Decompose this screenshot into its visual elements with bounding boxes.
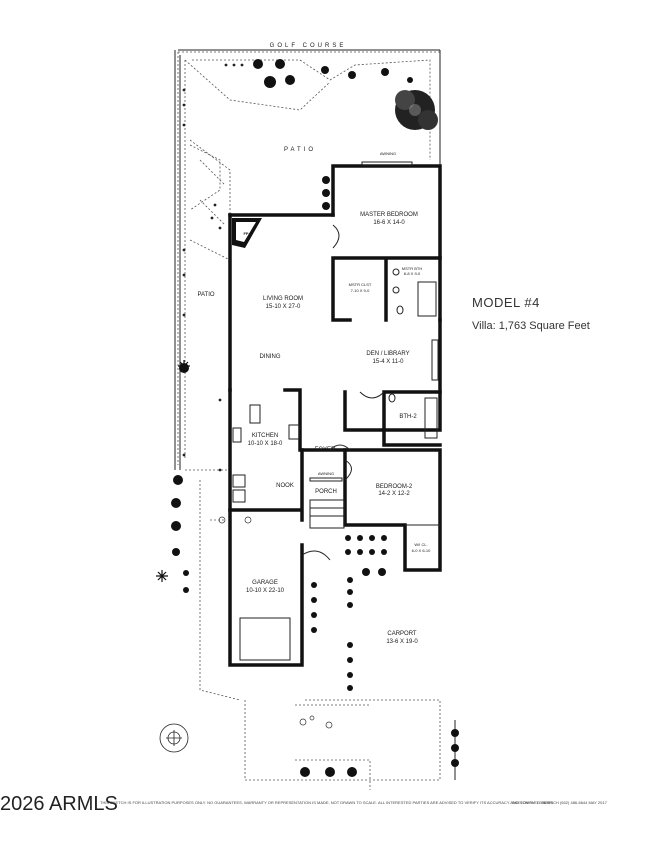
nook-label: NOOK	[276, 483, 294, 489]
dryer	[232, 489, 246, 503]
shower	[417, 281, 437, 317]
porch-label: PORCH	[315, 489, 337, 495]
range	[288, 424, 300, 440]
bath2-walls	[382, 390, 442, 447]
fireplace-label: FP	[243, 231, 248, 236]
palm-shrubs	[156, 360, 190, 582]
patio-side-label: PATIO	[197, 292, 214, 298]
mstr-bth-dims: 8-8 X 9-0	[404, 271, 421, 276]
tub-bth2	[424, 397, 438, 439]
patio-top-label: PATIO	[284, 147, 316, 153]
disclaimer-text: THIS SKETCH IS FOR ILLUSTRATION PURPOSES…	[100, 800, 553, 805]
master-bedroom-dims: 16-6 X 14-0	[373, 220, 405, 226]
master-bedroom-name: MASTER BEDROOM	[360, 212, 418, 218]
living-room-name: LIVING ROOM	[263, 296, 303, 302]
dining-label: DINING	[260, 354, 281, 360]
garage-walls	[228, 508, 304, 667]
outline-tree	[159, 723, 189, 753]
garage-name: GARAGE	[252, 580, 278, 586]
bedroom2-dims: 14-2 X 12-2	[378, 491, 410, 497]
model-title: MODEL #4	[472, 295, 540, 310]
door-bedroom2	[344, 459, 352, 481]
porch-steps	[309, 499, 345, 529]
walkway-outline	[185, 139, 241, 701]
bedroom2-walls	[343, 448, 442, 572]
model-subtitle: Villa: 1,763 Square Feet	[472, 320, 590, 332]
washer	[232, 474, 246, 488]
garage-door	[239, 617, 291, 661]
kitchen-sink	[232, 427, 242, 443]
wi-cl-name: W/I CL.	[414, 542, 427, 547]
door-master	[332, 224, 340, 249]
kitchen-name: KITCHEN	[252, 433, 278, 439]
mstr-clst-dims: 7-10 X 9-0	[351, 288, 370, 293]
kitchen-dims: 10-10 X 18-0	[248, 441, 283, 447]
fireplace-inner	[236, 222, 256, 242]
awning-porch-label: AWNING	[318, 471, 334, 476]
door-garage	[301, 550, 331, 561]
awning-porch	[309, 477, 343, 482]
wi-cl-dims: 6-0 X 6-10	[412, 548, 431, 553]
master-bath-walls	[331, 256, 442, 322]
door-den	[359, 391, 385, 399]
shrubs	[171, 59, 459, 777]
den-dims: 15-4 X 11-0	[373, 359, 405, 365]
driveway-outline	[244, 699, 441, 790]
mstr-bth-name: MSTR BTH	[402, 266, 423, 271]
awning-top-label: AWNING	[380, 151, 396, 156]
den-name: DEN / LIBRARY	[366, 351, 409, 357]
toilet-bth2	[388, 393, 396, 403]
sink-mstr-2	[392, 286, 400, 294]
toilet-mstr	[396, 305, 404, 315]
garage-dims: 10-10 X 22-10	[246, 588, 285, 594]
door-foyer	[329, 444, 351, 451]
sketch-credit: SKETCH BY: L. OLBRICH (602) 486-6644 MAY…	[512, 800, 607, 805]
awning-rear	[361, 161, 413, 166]
patio-planters	[182, 63, 244, 472]
foyer-label: FOYER	[315, 447, 336, 453]
kitchen-island	[249, 404, 261, 424]
master-bedroom-walls	[331, 164, 442, 322]
den-window-bench	[431, 339, 439, 381]
sink-mstr-1	[392, 268, 400, 276]
carport-name: CARPORT	[387, 631, 417, 637]
golf-course-label: GOLF COURSE	[270, 43, 347, 49]
bedroom2-name: BEDROOM-2	[376, 484, 413, 490]
living-room-dims: 15-10 X 27-0	[266, 304, 301, 310]
den-walls	[343, 318, 442, 432]
armls-watermark: 2026 ARMLS	[0, 793, 118, 815]
patio-diagonals	[184, 59, 331, 261]
mstr-clst-name: MSTR CLST	[349, 282, 372, 287]
bth2-label: BTH-2	[399, 414, 417, 420]
carport-dims: 13-6 X 19-0	[386, 639, 418, 645]
garden-stones	[218, 516, 333, 729]
tree-top-right	[395, 90, 438, 130]
